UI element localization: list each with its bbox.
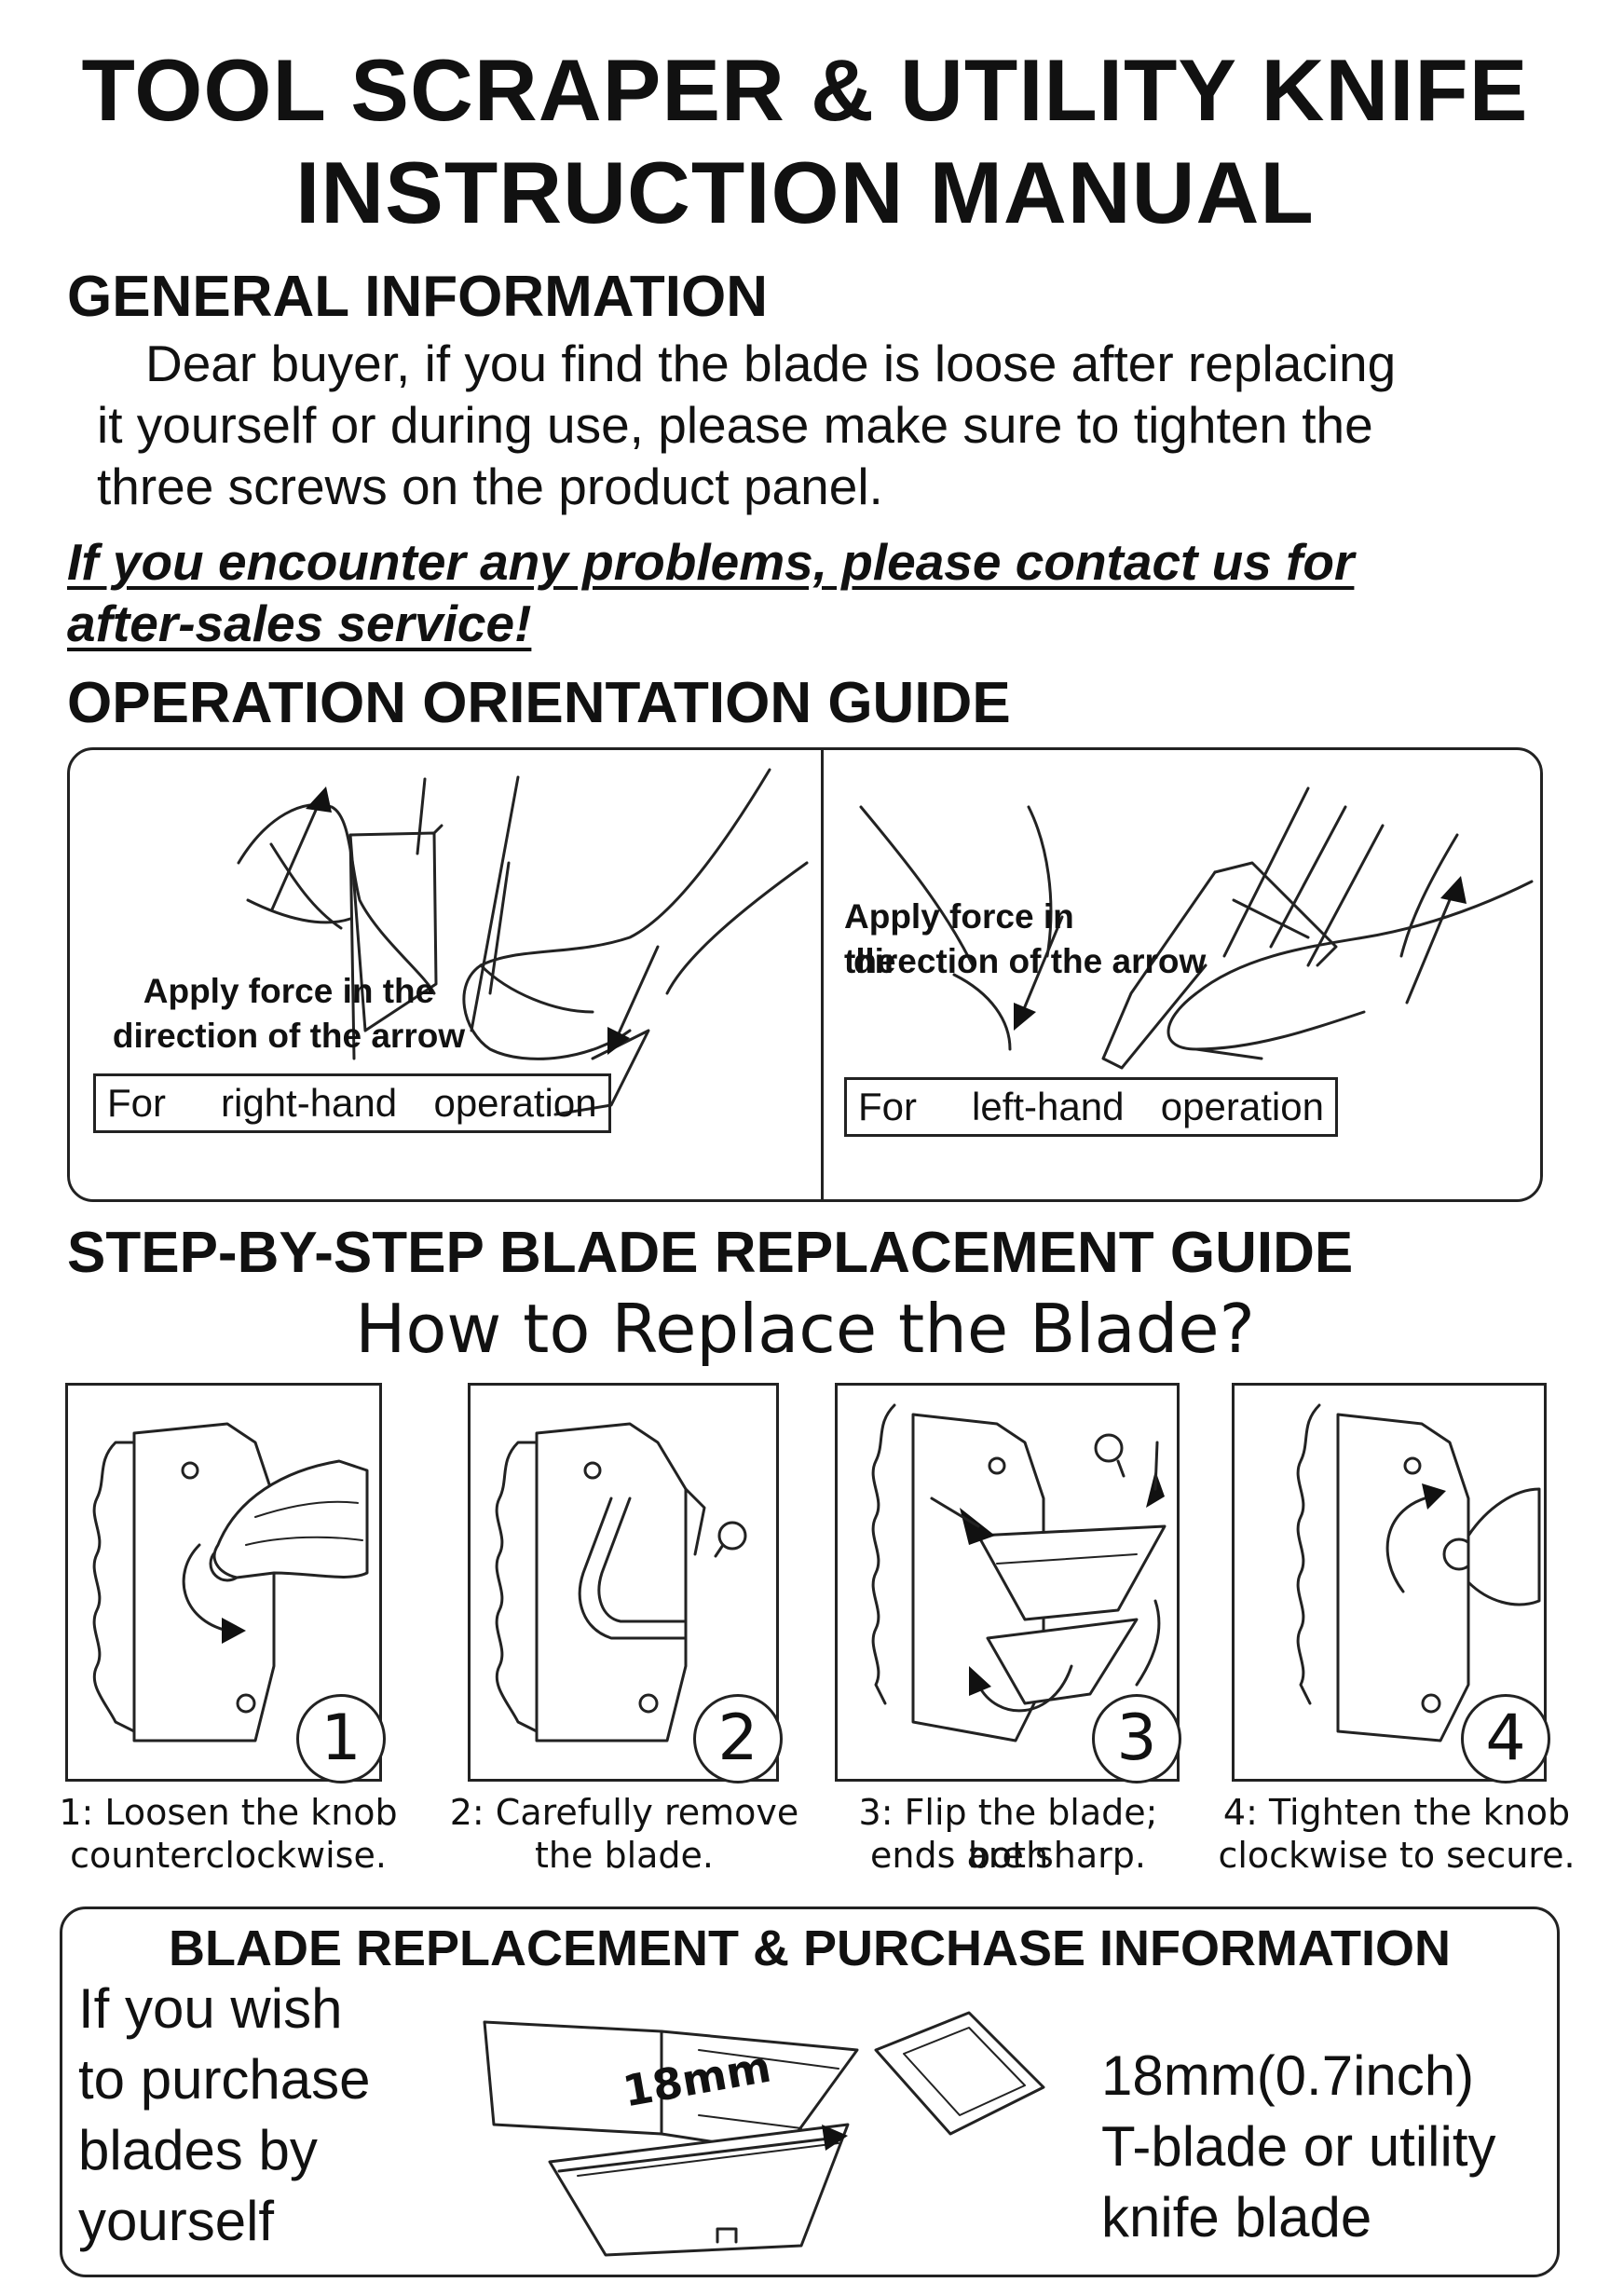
orientation-heading: OPERATION ORIENTATION GUIDE bbox=[67, 671, 1011, 735]
orientation-divider bbox=[821, 750, 824, 1199]
replacement-subtitle: How to Replace the Blade? bbox=[355, 1290, 1255, 1368]
blade-illustration bbox=[483, 2011, 1045, 2257]
purchase-left-line1: If you wish bbox=[78, 1977, 343, 2040]
step-2-number-badge: 2 bbox=[693, 1694, 783, 1784]
left-hand-operation-box: For left-hand operation bbox=[844, 1077, 1338, 1137]
general-info-line2: it yourself or during use, please make s… bbox=[97, 396, 1373, 454]
general-info-line3: three screws on the product panel. bbox=[97, 458, 883, 515]
purchase-right-line2: T-blade or utility bbox=[1101, 2115, 1496, 2178]
purchase-left-line4: yourself bbox=[78, 2190, 275, 2252]
purchase-right-line1: 18mm(0.7inch) bbox=[1101, 2044, 1475, 2107]
step-4-number-badge: 4 bbox=[1461, 1694, 1550, 1784]
purchase-left-line3: blades by bbox=[78, 2119, 318, 2181]
step-2-caption-line1: 2: Carefully remove bbox=[449, 1792, 799, 1833]
step-3-illustration bbox=[871, 1403, 1167, 1742]
step-2-caption-line2: the blade. bbox=[535, 1835, 714, 1876]
page-title-line1: TOOL SCRAPER & UTILITY KNIFE bbox=[81, 41, 1529, 139]
replacement-heading: STEP-BY-STEP BLADE REPLACEMENT GUIDE bbox=[67, 1221, 1354, 1285]
step-3-number-badge: 3 bbox=[1092, 1694, 1181, 1784]
right-hand-operation-box: For right-hand operation bbox=[93, 1073, 611, 1133]
step-4-caption-line1: 4: Tighten the knob bbox=[1222, 1792, 1571, 1833]
left-hand-illustration bbox=[859, 786, 1534, 1070]
step-4-illustration bbox=[1296, 1403, 1541, 1742]
purchase-right-line3: knife blade bbox=[1101, 2186, 1372, 2248]
after-sales-warning-line1: If you encounter any problems, please co… bbox=[67, 533, 1355, 591]
step-1-caption-line1: 1: Loosen the knob bbox=[59, 1792, 398, 1833]
general-info-line1: Dear buyer, if you find the blade is loo… bbox=[145, 335, 1397, 392]
left-hand-force-label-line1: Apply force in the bbox=[844, 897, 1074, 980]
general-info-heading: GENERAL INFORMATION bbox=[67, 265, 769, 329]
step-2-illustration bbox=[495, 1422, 747, 1742]
step-1-caption-line2: counterclockwise. bbox=[70, 1835, 387, 1876]
purchase-left-line2: to purchase bbox=[78, 2048, 371, 2111]
step-1-number-badge: 1 bbox=[296, 1694, 386, 1784]
orientation-panel bbox=[67, 747, 1543, 1202]
right-hand-force-label-line2: direction of the arrow bbox=[112, 1017, 466, 1055]
step-3-caption-line1: 3: Flip the blade; both bbox=[858, 1792, 1158, 1876]
right-hand-illustration bbox=[237, 768, 809, 1116]
page-title-line2: INSTRUCTION MANUAL bbox=[295, 144, 1315, 241]
step-1-illustration bbox=[92, 1422, 369, 1742]
after-sales-warning-line2: after-sales service! bbox=[67, 594, 532, 652]
right-hand-force-label-line1: Apply force in the bbox=[143, 972, 435, 1010]
purchase-panel bbox=[60, 1906, 1560, 2277]
step-3-caption-line2: ends are sharp. bbox=[870, 1835, 1146, 1876]
left-hand-force-label-line2: direction of the arrow bbox=[853, 942, 1207, 980]
step-4-caption-line2: clockwise to secure. bbox=[1218, 1835, 1576, 1876]
purchase-heading: BLADE REPLACEMENT & PURCHASE INFORMATION bbox=[169, 1920, 1451, 1976]
